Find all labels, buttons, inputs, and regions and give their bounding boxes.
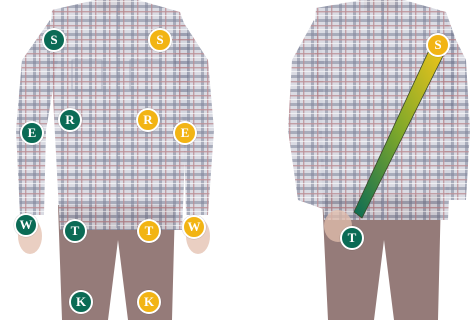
trunk-front-marker: T (63, 219, 87, 243)
left-sleeve (288, 20, 326, 210)
elbow-back-marker: E (173, 121, 197, 145)
shoulder-back-marker: S (148, 28, 172, 52)
rib-back-marker: R (136, 108, 160, 132)
knee-front-marker: K (69, 290, 93, 314)
shoulder-front-marker: S (42, 28, 66, 52)
shoulder-back-marker: S (426, 33, 450, 57)
rib-front-marker: R (58, 108, 82, 132)
person-figure (0, 0, 236, 320)
wrist-back-marker: W (182, 215, 206, 239)
elbow-front-marker: E (20, 121, 44, 145)
wrist-front-marker: W (14, 213, 38, 237)
knee-back-marker: K (137, 290, 161, 314)
trunk-back-marker: T (137, 219, 161, 243)
diagonal-measurement-panel: S T (236, 0, 473, 320)
trunk-front-marker: T (340, 226, 364, 250)
measurement-points-panel: S S R R E E W W T T K K (0, 0, 236, 320)
